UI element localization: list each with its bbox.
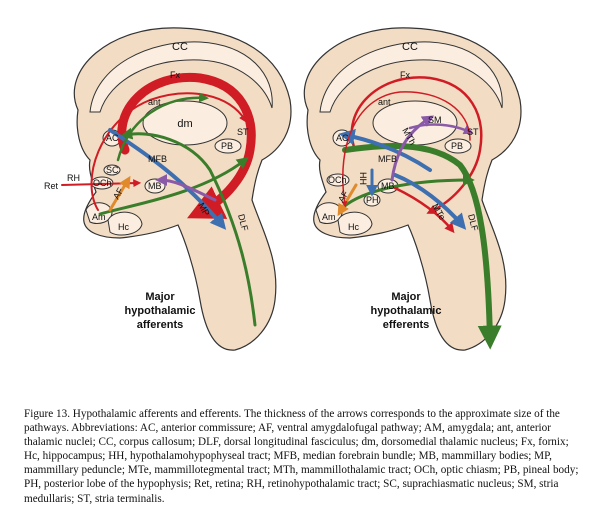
- afferents-panel: CC Fx ant dm ST AC MFB PB SC OCh RH Ret …: [44, 27, 292, 351]
- label-mb: MB: [148, 181, 162, 191]
- cc-band: [319, 41, 503, 113]
- hc-region: [107, 211, 143, 236]
- label-pb: PB: [451, 141, 463, 151]
- efferents-panel: CC Fx ant SM MTh ST AC MFB PB OCh HH MB …: [303, 27, 522, 351]
- fornix-red: [117, 72, 256, 219]
- label-am: Am: [92, 212, 106, 222]
- afferents-title: Major hypothalamic afferents: [125, 291, 196, 331]
- label-mb: MB: [381, 181, 395, 191]
- efferent-pathways: [337, 76, 502, 350]
- label-cc: CC: [172, 41, 188, 53]
- label-st: ST: [237, 127, 249, 137]
- dlf-green: [120, 127, 257, 327]
- label-cc: CC: [402, 41, 418, 53]
- label-fx: Fx: [170, 70, 180, 80]
- mfb-blue: [108, 128, 227, 230]
- figure-caption: Figure 13. Hypothalamic afferents and ef…: [24, 408, 579, 505]
- label-sm: SM: [428, 115, 442, 125]
- st-red: [90, 92, 247, 211]
- cc-band: [89, 41, 273, 113]
- mte-red: [393, 186, 455, 234]
- afferents-title-line-2: hypothalamic: [125, 305, 196, 317]
- label-mfb: MFB: [148, 154, 167, 164]
- mfb-blue: [338, 129, 432, 172]
- green-fornix-inner: [116, 92, 209, 162]
- label-ant: ant: [378, 97, 391, 107]
- efferents-title: Major hypothalamic efferents: [371, 291, 442, 331]
- label-fx: Fx: [400, 70, 410, 80]
- afferent-pathways: [61, 72, 257, 327]
- figure-diagram: CC Fx ant dm ST AC MFB PB SC OCh RH Ret …: [44, 27, 522, 351]
- blue-down: [393, 173, 467, 230]
- label-mfb: MFB: [378, 154, 397, 164]
- sc-nucleus: [103, 164, 121, 176]
- label-hh: HH: [358, 172, 368, 185]
- pb-body: [214, 138, 242, 154]
- green-stria: [98, 157, 249, 216]
- label-ant: ant: [148, 97, 161, 107]
- label-ph: PH: [366, 195, 379, 205]
- efferents-title-line-3: efferents: [383, 319, 429, 331]
- af-orange: [337, 183, 358, 217]
- mth-purple: [390, 115, 435, 182]
- label-ac: AC: [106, 133, 119, 143]
- st-red: [341, 91, 471, 208]
- label-st: ST: [467, 127, 479, 137]
- afferents-title-line-1: Major: [145, 291, 175, 303]
- label-och: OCh: [328, 175, 347, 185]
- mp-purple: [155, 174, 217, 202]
- label-hc: Hc: [118, 222, 129, 232]
- label-hc: Hc: [348, 222, 359, 232]
- af-orange: [108, 175, 131, 212]
- label-och: OCh: [93, 178, 112, 188]
- label-dlf: DLF: [236, 213, 250, 232]
- label-dm: dm: [177, 118, 192, 130]
- label-pb: PB: [221, 141, 233, 151]
- label-dlf: DLF: [466, 213, 480, 232]
- label-am: Am: [322, 212, 336, 222]
- efferents-title-line-1: Major: [391, 291, 421, 303]
- efferents-title-line-2: hypothalamic: [371, 305, 442, 317]
- label-ac: AC: [336, 133, 349, 143]
- sm-purple: [408, 123, 474, 135]
- label-rh: RH: [67, 173, 80, 183]
- label-sc: SC: [106, 165, 119, 175]
- pb-body: [444, 138, 472, 154]
- label-ret: Ret: [44, 181, 59, 191]
- efferent-labels: CC Fx ant SM MTh ST AC MFB PB OCh HH MB …: [322, 41, 480, 232]
- afferents-title-line-3: afferents: [137, 319, 183, 331]
